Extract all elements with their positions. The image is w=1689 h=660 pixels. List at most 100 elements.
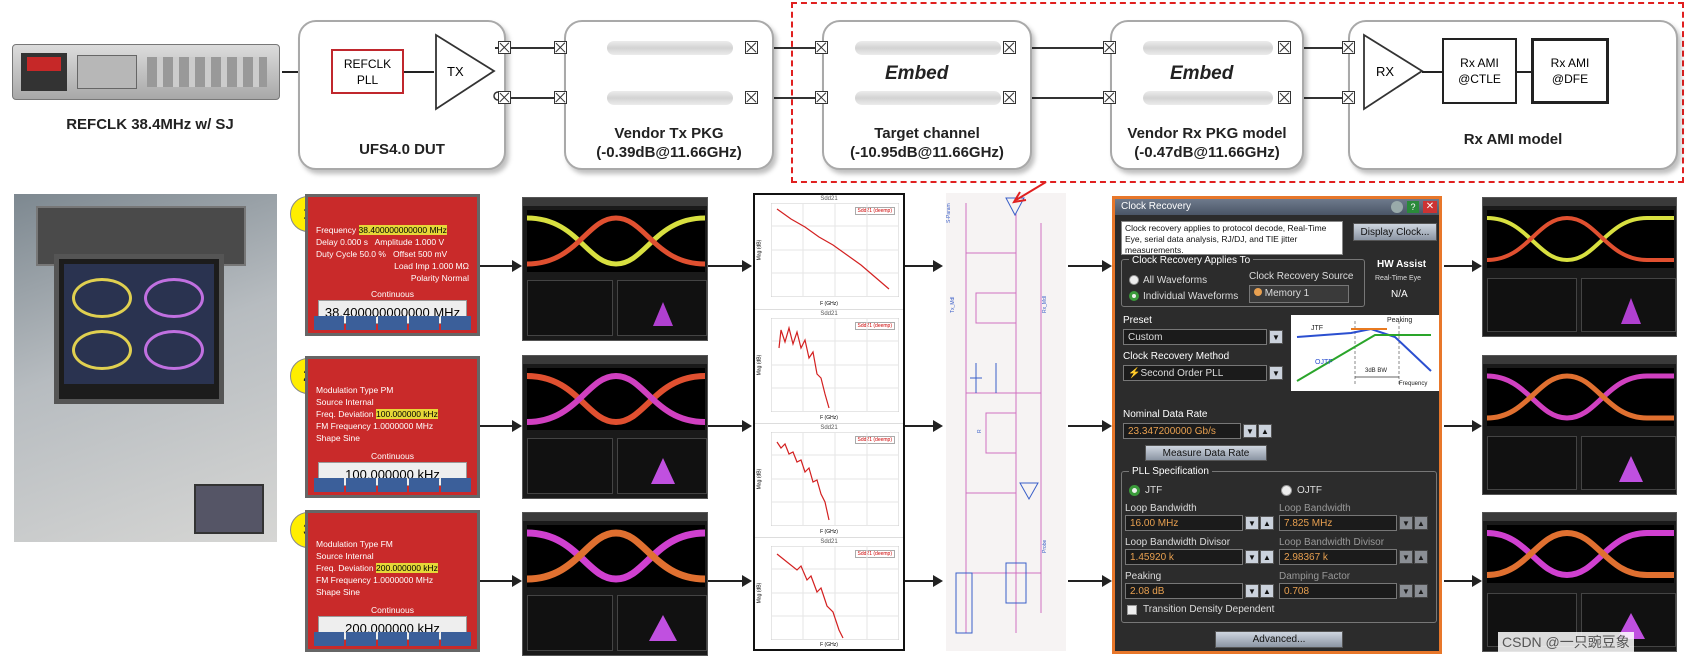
refclk-caption: REFCLK 38.4MHz w/ SJ — [66, 116, 234, 133]
gear-icon[interactable] — [1391, 201, 1403, 213]
spin-down-icon[interactable]: ▼ — [1399, 584, 1413, 598]
advanced-button[interactable]: Advanced... — [1215, 631, 1343, 648]
vendor-tx-rail-n — [607, 91, 733, 105]
chevron-down-icon[interactable]: ▼ — [1269, 366, 1283, 380]
damping-label: Damping Factor — [1279, 571, 1351, 582]
hw-assist-value: N/A — [1391, 289, 1408, 300]
chevron-down-icon[interactable]: ▼ — [1269, 330, 1283, 344]
loop-bw2-label: Loop Bandwidth — [1279, 503, 1351, 514]
graph-peaking-label: Peaking — [1387, 317, 1413, 324]
memory-icon — [1254, 288, 1262, 296]
individual-waveforms-label: Individual Waveforms — [1143, 291, 1239, 302]
svg-text:Rx_Mdl: Rx_Mdl — [1042, 296, 1048, 313]
svg-text:S-Param: S-Param — [946, 203, 952, 223]
credit-watermark: CSDN @一只豌豆象 — [1498, 632, 1634, 652]
peaking-label: Peaking — [1125, 571, 1162, 582]
close-icon[interactable]: ✕ — [1423, 201, 1437, 213]
display-clock-button[interactable]: Display Clock... — [1353, 223, 1437, 241]
sparam-plot-4: Sdd21 Sdd21 (deemp) Mag (dB) F (GHz) — [755, 537, 903, 649]
pll-spec-label: PLL Specification — [1129, 466, 1212, 477]
clock-recovery-dialog: Clock Recovery ? ✕ Clock recovery applie… — [1112, 196, 1442, 654]
divisor-label: Loop Bandwidth Divisor — [1125, 537, 1231, 548]
rx-label: RX — [1376, 64, 1395, 79]
spin-up-icon[interactable]: ▲ — [1414, 516, 1428, 530]
svg-text:Tx_Mdl: Tx_Mdl — [950, 297, 956, 313]
sparam-plot-1: Sdd21 Sdd21 (deemp) Mag (dB) F (GHz) — [755, 195, 903, 308]
spin-down-icon[interactable]: ▼ — [1399, 516, 1413, 530]
source-label: Clock Recovery Source — [1249, 271, 1354, 282]
pll-box: REFCLK PLL — [331, 49, 404, 94]
ojtf-label: OJTF — [1297, 485, 1322, 496]
diff-line-n — [500, 97, 1570, 99]
spin-down-icon[interactable]: ▼ — [1245, 550, 1259, 564]
port-marker — [1103, 41, 1116, 54]
tx-buffer — [435, 33, 503, 111]
graph-ojtf-label: OJTF — [1315, 359, 1333, 366]
jtf-radio[interactable] — [1129, 485, 1140, 496]
vendor-tx-rail-p — [607, 41, 733, 55]
individual-waveforms-radio[interactable] — [1129, 291, 1139, 301]
preset-select[interactable]: Custom — [1123, 329, 1267, 345]
embed-label-2: Embed — [1170, 63, 1234, 84]
spin-down-icon[interactable]: ▼ — [1243, 424, 1257, 438]
method-select[interactable]: ⚡Second Order PLL — [1123, 365, 1267, 381]
source-select[interactable]: Memory 1 — [1249, 285, 1349, 303]
divisor2-label: Loop Bandwidth Divisor — [1279, 537, 1385, 548]
port-marker — [1003, 41, 1016, 54]
measure-data-rate-button[interactable]: Measure Data Rate — [1145, 445, 1267, 461]
result-eye-screenshot-1 — [1482, 197, 1677, 337]
nominal-rate-field[interactable]: 23.347200000 Gb/s — [1123, 423, 1241, 439]
loop-bw-field[interactable]: 16.00 MHz — [1125, 515, 1243, 531]
spin-up-icon[interactable]: ▲ — [1260, 584, 1274, 598]
vendor-tx-caption: Vendor Tx PKG (-0.39dB@11.66GHz) — [596, 125, 742, 161]
spin-up-icon[interactable]: ▲ — [1414, 550, 1428, 564]
spin-up-icon[interactable]: ▲ — [1414, 584, 1428, 598]
hw-assist-label: HW Assist — [1377, 259, 1427, 270]
transition-density-checkbox[interactable] — [1127, 605, 1137, 615]
graph-bw-label: 3dB BW — [1365, 368, 1388, 374]
vendor-rx-rail-p — [1143, 41, 1273, 55]
schematic-pointer-arrow — [1012, 181, 1047, 204]
graph-frequency-label: Frequency — [1399, 381, 1428, 387]
spin-up-icon[interactable]: ▲ — [1258, 424, 1272, 438]
circuit-schematic: S-Param Tx_Mdl Rx_Mdl R Probe — [946, 193, 1066, 651]
spin-down-icon[interactable]: ▼ — [1245, 516, 1259, 530]
rx-ami-caption: Rx AMI model — [1463, 131, 1563, 148]
spin-up-icon[interactable]: ▲ — [1260, 516, 1274, 530]
damping-field[interactable]: 0.708 — [1279, 583, 1397, 599]
port-marker — [815, 41, 828, 54]
spin-down-icon[interactable]: ▼ — [1399, 550, 1413, 564]
svg-text:R: R — [977, 429, 983, 433]
help-icon[interactable]: ? — [1407, 201, 1419, 213]
divisor2-field[interactable]: 2.98367 k — [1279, 549, 1397, 565]
port-marker — [745, 41, 758, 54]
port-marker — [1103, 91, 1116, 104]
spin-up-icon[interactable]: ▲ — [1260, 550, 1274, 564]
rx-buffer — [1363, 33, 1424, 111]
loop-bw2-field[interactable]: 7.825 MHz — [1279, 515, 1397, 531]
embed-region-outline — [791, 2, 1684, 183]
port-marker — [554, 41, 567, 54]
method-label: Clock Recovery Method — [1123, 351, 1230, 362]
dut-caption: UFS4.0 DUT — [359, 141, 445, 158]
generator-screen-3: Modulation Type FM Source Internal Freq.… — [305, 510, 480, 652]
peaking-field[interactable]: 2.08 dB — [1125, 583, 1243, 599]
sparam-plot-3: Sdd21 Sdd21 (deemp) Mag (dB) F (GHz) — [755, 423, 903, 536]
scope-eye-screenshot-3 — [522, 512, 708, 656]
target-rail-p — [855, 41, 1001, 55]
all-waveforms-radio[interactable] — [1129, 275, 1139, 285]
port-marker — [1342, 91, 1355, 104]
dialog-description: Clock recovery applies to protocol decod… — [1121, 221, 1343, 255]
jtf-graph: Peaking JTF OJTF 3dB BW Frequency — [1291, 315, 1439, 391]
transition-density-label: Transition Density Dependent — [1143, 604, 1275, 615]
divisor-field[interactable]: 1.45920 k — [1125, 549, 1243, 565]
port-marker — [498, 41, 511, 54]
dut-block — [298, 20, 506, 170]
lab-setup-photo — [14, 194, 277, 542]
spin-down-icon[interactable]: ▼ — [1245, 584, 1259, 598]
ojtf-radio[interactable] — [1281, 485, 1292, 496]
port-marker — [815, 91, 828, 104]
result-eye-screenshot-3 — [1482, 512, 1677, 652]
port-marker — [1278, 41, 1291, 54]
preset-label: Preset — [1123, 315, 1152, 326]
